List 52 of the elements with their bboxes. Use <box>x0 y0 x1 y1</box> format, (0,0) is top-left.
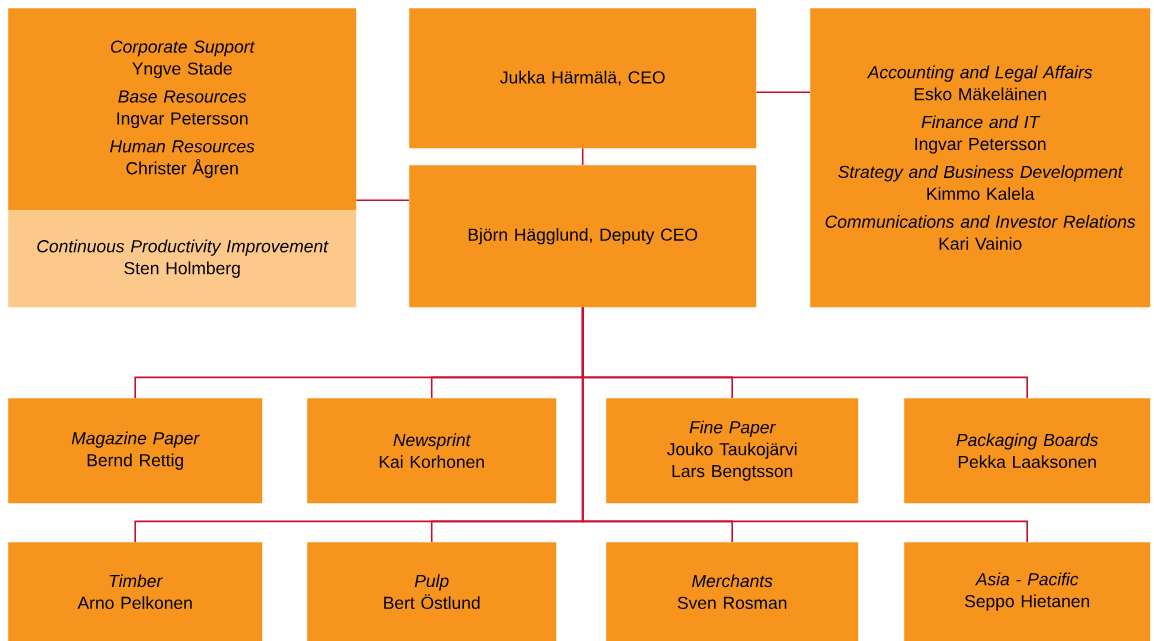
org-box <box>8 542 263 641</box>
role-title: Asia - Pacific <box>975 572 1079 586</box>
person-name: Jouko Taukojärvi <box>667 442 797 459</box>
person-name: Bernd Rettig <box>87 453 183 470</box>
org-box <box>409 165 757 308</box>
person-name: Kai Korhonen <box>379 455 484 469</box>
org-box <box>904 542 1151 641</box>
role-title: Accounting and Legal Affairs <box>866 65 1093 82</box>
person-name: Kimmo Kalela <box>927 187 1035 200</box>
person-name: Jukka Härmälä, CEO <box>500 70 665 86</box>
person-name: Sten Holmberg <box>124 261 240 278</box>
org-box <box>904 398 1151 504</box>
person-name: Björn Hägglund, Deputy CEO <box>468 228 698 245</box>
role-title: Corporate Support <box>111 40 255 57</box>
org-box <box>8 398 263 504</box>
person-name: Ingvar Petersson <box>117 112 248 129</box>
person-name: Christer Ågren <box>126 159 238 178</box>
role-title: Timber <box>109 574 163 588</box>
person-name: Esko Mäkeläinen <box>914 87 1046 101</box>
role-title: Fine Paper <box>689 420 776 437</box>
role-title: Continuous Productivity Improvement <box>37 239 329 256</box>
role-title: Pulp <box>414 574 449 591</box>
connector-line <box>581 306 1028 543</box>
org-box <box>8 8 357 211</box>
connector-line <box>755 91 811 93</box>
role-title: Strategy and Business Development <box>838 165 1124 182</box>
person-name: Arno Pelkonen <box>77 596 192 610</box>
person-name: Ingvar Petersson <box>915 137 1046 154</box>
role-title: Base Resources <box>118 90 247 103</box>
role-title: Communications and Investor Relations <box>825 215 1136 228</box>
connector-line <box>581 147 584 166</box>
org-box <box>810 8 1151 308</box>
role-title: Finance and IT <box>921 115 1041 129</box>
org-box <box>409 8 757 149</box>
role-title: Human Resources <box>110 140 255 153</box>
role-title: Newsprint <box>393 433 472 450</box>
person-name: Lars Bengtsson <box>672 465 793 481</box>
role-title: Magazine Paper <box>71 431 200 448</box>
connector-line <box>355 199 410 201</box>
person-name: Kari Vainio <box>939 237 1022 250</box>
role-title: Merchants <box>692 574 773 588</box>
person-name: Sven Rosman <box>677 596 787 610</box>
org-box <box>307 542 557 641</box>
role-title: Packaging Boards <box>956 433 1099 450</box>
org-box <box>606 398 859 504</box>
org-box <box>606 542 859 641</box>
person-name: Bert Östlund <box>384 594 480 610</box>
org-box <box>8 210 357 308</box>
org-box <box>307 398 557 504</box>
person-name: Yngve Stade <box>132 61 232 79</box>
person-name: Pekka Laaksonen <box>958 455 1096 469</box>
person-name: Seppo Hietanen <box>965 594 1090 611</box>
